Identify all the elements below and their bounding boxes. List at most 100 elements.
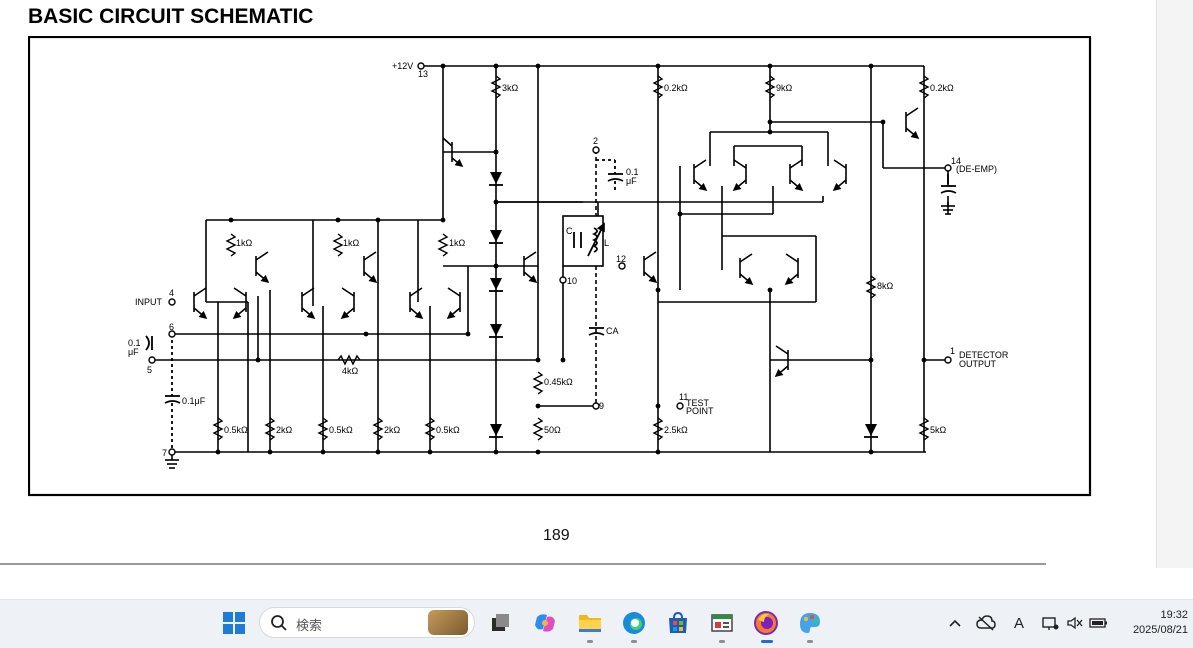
test-point-label-2: POINT bbox=[686, 406, 714, 416]
resistor-05k-c bbox=[424, 417, 436, 441]
capacitor-01-pin7 bbox=[164, 334, 181, 452]
page-title: BASIC CIRCUIT SCHEMATIC bbox=[28, 5, 314, 28]
tank-inductor-l bbox=[587, 222, 605, 257]
running-indicator-firefox bbox=[761, 640, 773, 643]
windows-start-icon[interactable] bbox=[221, 610, 247, 636]
transistor-q2 bbox=[193, 287, 208, 320]
pin-1-label: 1 bbox=[950, 346, 955, 356]
tray-chevron-icon[interactable] bbox=[945, 613, 965, 633]
diode-5 bbox=[490, 424, 502, 436]
tank-capacitor-c bbox=[573, 232, 582, 248]
pin-14-label: 14 bbox=[951, 156, 961, 166]
pin-2-label: 2 bbox=[593, 136, 598, 146]
app-icon[interactable] bbox=[709, 610, 735, 636]
circuit-schematic: +12V 13 2 14 (DE-EMP) 12 4 INPUT 6 5 7 1… bbox=[28, 36, 1092, 497]
running-indicator-app bbox=[719, 640, 725, 643]
resistor-1k-c bbox=[437, 233, 449, 257]
scroll-gutter[interactable] bbox=[1156, 0, 1193, 568]
clock-time: 19:32 bbox=[1160, 609, 1188, 621]
capacitor-ca bbox=[588, 327, 605, 336]
r-4k-label: 4kΩ bbox=[342, 366, 359, 376]
transistor-q3 bbox=[232, 287, 247, 320]
pin-13-label: 13 bbox=[418, 69, 428, 79]
transistor-q18 bbox=[774, 345, 789, 378]
taskbar-search-box[interactable]: 検索 bbox=[259, 607, 475, 638]
resistor-2k-b bbox=[372, 417, 384, 441]
capacitor-de-emp bbox=[940, 174, 957, 194]
transistor-q4 bbox=[255, 251, 270, 284]
transistor-q12 bbox=[693, 159, 708, 192]
pin-12-label: 12 bbox=[616, 254, 626, 264]
store-icon[interactable] bbox=[665, 610, 691, 636]
task-view-icon[interactable] bbox=[487, 610, 513, 636]
diode-2 bbox=[490, 230, 502, 242]
r-05k-b-label: 0.5kΩ bbox=[329, 425, 353, 435]
pin-7-label: 7 bbox=[162, 448, 167, 458]
volume-muted-icon[interactable] bbox=[1065, 613, 1085, 633]
file-explorer-icon[interactable] bbox=[577, 610, 603, 636]
page-divider bbox=[0, 563, 1046, 565]
resistor-2k-a bbox=[264, 417, 276, 441]
search-placeholder: 検索 bbox=[296, 619, 323, 634]
transistor-q16 bbox=[739, 253, 754, 286]
r-5k-label: 5kΩ bbox=[930, 425, 947, 435]
tank-c-label: C bbox=[566, 226, 573, 236]
search-icon bbox=[270, 614, 288, 637]
cap-01-label-a: 0.1 bbox=[626, 167, 639, 177]
cap-ca-label: CA bbox=[606, 326, 619, 336]
r-50-label: 50Ω bbox=[544, 425, 561, 435]
pin-6-label: 6 bbox=[169, 322, 174, 332]
cap-01-label-c: 0.1 bbox=[128, 338, 141, 348]
battery-icon[interactable] bbox=[1089, 613, 1109, 633]
transistor-q6 bbox=[340, 287, 355, 320]
ime-indicator[interactable]: A bbox=[1013, 614, 1024, 632]
system-clock[interactable]: 19:32 2025/08/21 bbox=[1118, 608, 1188, 638]
resistor-8k bbox=[865, 275, 877, 299]
page-number: 189 bbox=[543, 527, 570, 544]
transistor-q11 bbox=[643, 251, 658, 284]
cap-01-label-d: μF bbox=[128, 347, 139, 357]
network-icon[interactable] bbox=[1040, 613, 1060, 633]
r-1k-c-label: 1kΩ bbox=[449, 238, 466, 248]
r-2k-a-label: 2kΩ bbox=[276, 425, 293, 435]
capacitor-01-input bbox=[145, 335, 153, 351]
cap-01-label-e: 0.1μF bbox=[182, 396, 206, 406]
resistor-4k bbox=[337, 354, 361, 366]
test-point-label-1: TEST bbox=[686, 398, 710, 408]
transistor-q17 bbox=[784, 253, 799, 286]
resistor-5k bbox=[918, 417, 930, 441]
r-02k-b-label: 0.2kΩ bbox=[930, 83, 954, 93]
r-2k-b-label: 2kΩ bbox=[384, 425, 401, 435]
diode-6 bbox=[865, 424, 877, 436]
schematic-frame bbox=[28, 36, 1092, 497]
running-indicator-explorer bbox=[587, 640, 593, 643]
running-indicator-edge bbox=[631, 640, 637, 643]
r-02k-a-label: 0.2kΩ bbox=[664, 83, 688, 93]
resistor-9k bbox=[764, 75, 776, 99]
pin-9-label: 9 bbox=[599, 401, 604, 411]
r-3k-label: 3kΩ bbox=[502, 83, 519, 93]
copilot-icon[interactable] bbox=[532, 610, 558, 636]
search-highlight-image bbox=[428, 610, 468, 635]
resistor-1k-b bbox=[332, 233, 344, 257]
r-1k-a-label: 1kΩ bbox=[236, 238, 253, 248]
pin-4-label: 4 bbox=[169, 288, 174, 298]
resistor-05k-a bbox=[212, 417, 224, 441]
edge-icon[interactable] bbox=[621, 610, 647, 636]
r-8k-label: 8kΩ bbox=[877, 281, 894, 291]
transistor-q19 bbox=[905, 107, 920, 140]
transistor-q13 bbox=[732, 159, 747, 192]
transistor-q14 bbox=[789, 159, 804, 192]
firefox-icon[interactable] bbox=[753, 610, 779, 636]
paint-icon[interactable] bbox=[797, 610, 823, 636]
document-page bbox=[0, 0, 1193, 600]
clock-date: 2025/08/21 bbox=[1132, 624, 1188, 636]
supply-label: +12V bbox=[392, 61, 413, 71]
pin-11-label: 11 bbox=[679, 392, 688, 402]
pin-10-label: 10 bbox=[567, 276, 577, 286]
running-indicator-paint bbox=[807, 640, 813, 643]
capacitor-01-pin2 bbox=[596, 159, 624, 192]
transistor-q9 bbox=[446, 287, 461, 320]
transistor-q10 bbox=[523, 251, 538, 284]
cloud-offline-icon[interactable] bbox=[976, 613, 996, 633]
